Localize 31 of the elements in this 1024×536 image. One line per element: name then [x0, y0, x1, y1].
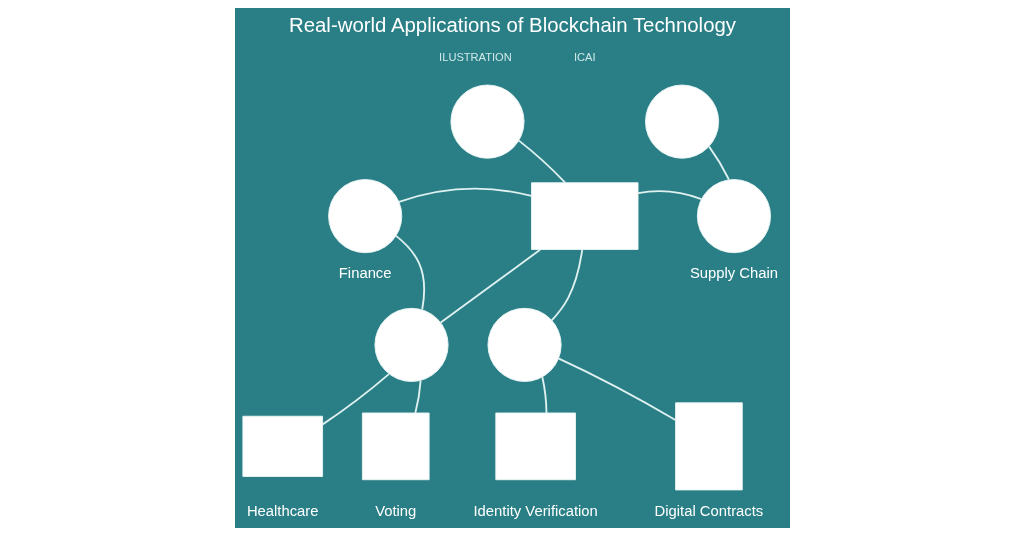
node-box: [674, 402, 743, 491]
connector: [707, 145, 730, 181]
node-circle: [449, 84, 525, 159]
connector: [413, 379, 422, 414]
node-circle: [644, 84, 719, 159]
connector: [439, 248, 541, 324]
node-label: Identity Verification: [472, 502, 598, 519]
node-box: [530, 182, 638, 250]
label: ILUSTRATION: [438, 51, 512, 64]
connector: [394, 234, 425, 311]
connector: [397, 187, 532, 203]
node-label: Digital Contracts: [654, 502, 763, 519]
node-label: Healthcare: [246, 502, 319, 519]
connector: [517, 139, 566, 184]
node-circle: [373, 307, 449, 382]
node-box: [241, 415, 323, 477]
node-circle: [487, 307, 562, 382]
node-box: [361, 412, 430, 481]
node-label: Supply Chain: [689, 265, 778, 282]
connector: [557, 357, 676, 421]
connector: [550, 248, 583, 322]
node-circle: [327, 179, 402, 254]
connector: [540, 376, 547, 414]
connector: [636, 190, 702, 200]
diagram-title: Real-world Applications of Blockchain Technology: [288, 13, 736, 36]
node-label: Finance: [338, 265, 392, 282]
node-box: [494, 412, 576, 481]
label: ICAI: [573, 51, 596, 64]
node-circle: [696, 179, 771, 254]
node-label: Voting: [374, 502, 416, 519]
connector: [321, 373, 390, 426]
